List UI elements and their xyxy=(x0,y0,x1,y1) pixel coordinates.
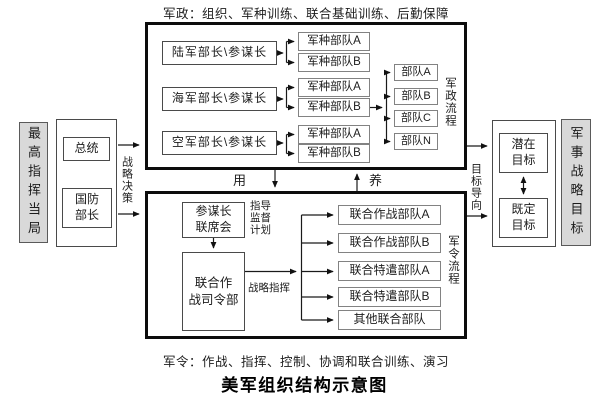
command-caption: 军令：作战、指挥、控制、协调和联合训练、演习 xyxy=(162,355,449,369)
use-label: 用 xyxy=(233,173,247,188)
joint-force-box: 其他联合部队 xyxy=(338,310,441,330)
potential-goal-box: 潜在 目标 xyxy=(499,133,548,173)
joint-force-box: 联合特遣部队B xyxy=(338,287,441,307)
joint-operations-hq-box: 联合作 战司令部 xyxy=(182,252,245,331)
command-chain-frame xyxy=(145,191,467,339)
service-unit-box: 军种部队B xyxy=(298,98,370,117)
service-unit-box: 军种部队B xyxy=(298,144,370,163)
service-unit-box: 军种部队B xyxy=(298,53,370,72)
army-secretary-box: 陆军部长\参谋长 xyxy=(162,41,277,65)
joint-chiefs-box: 参谋长 联席会 xyxy=(182,202,245,238)
joint-force-box: 联合作战部队B xyxy=(338,233,441,253)
service-unit-box: 军种部队A xyxy=(298,125,370,144)
military-strategic-goal-box: 军事战略目标 xyxy=(561,119,591,246)
unit-box: 部队A xyxy=(394,64,438,81)
jcs-note-label: 指导 监督 计划 xyxy=(250,200,271,237)
unit-box: 部队B xyxy=(394,88,438,105)
admin-chain-frame xyxy=(145,22,467,170)
established-goal-box: 既定 目标 xyxy=(499,198,548,238)
strategic-decision-label: 战略决策 xyxy=(120,156,133,204)
service-unit-box: 军种部队A xyxy=(298,32,370,51)
service-unit-box: 军种部队A xyxy=(298,78,370,97)
goal-orientation-label: 目标导向 xyxy=(469,163,482,211)
president-box: 总统 xyxy=(63,137,110,161)
unit-box: 部队C xyxy=(394,110,438,127)
admin-caption: 军政：组织、军种训练、联合基础训练、后勤保障 xyxy=(162,7,449,21)
supreme-command-authority-box: 最高指挥当局 xyxy=(19,122,48,243)
defense-secretary-box: 国防 部长 xyxy=(62,188,112,228)
command-flow-label: 军令流程 xyxy=(447,235,459,285)
admin-flow-label: 军政流程 xyxy=(444,77,456,127)
unit-box: 部队N xyxy=(394,133,438,150)
airforce-secretary-box: 空军部长\参谋长 xyxy=(162,131,277,155)
joint-force-box: 联合特遣部队A xyxy=(338,261,441,281)
diagram-title: 美军组织结构示意图 xyxy=(221,376,388,395)
sustain-label: 养 xyxy=(369,173,383,188)
strategic-command-label: 战略指挥 xyxy=(248,282,290,294)
navy-secretary-box: 海军部长\参谋长 xyxy=(162,87,277,111)
joint-force-box: 联合作战部队A xyxy=(338,205,441,225)
